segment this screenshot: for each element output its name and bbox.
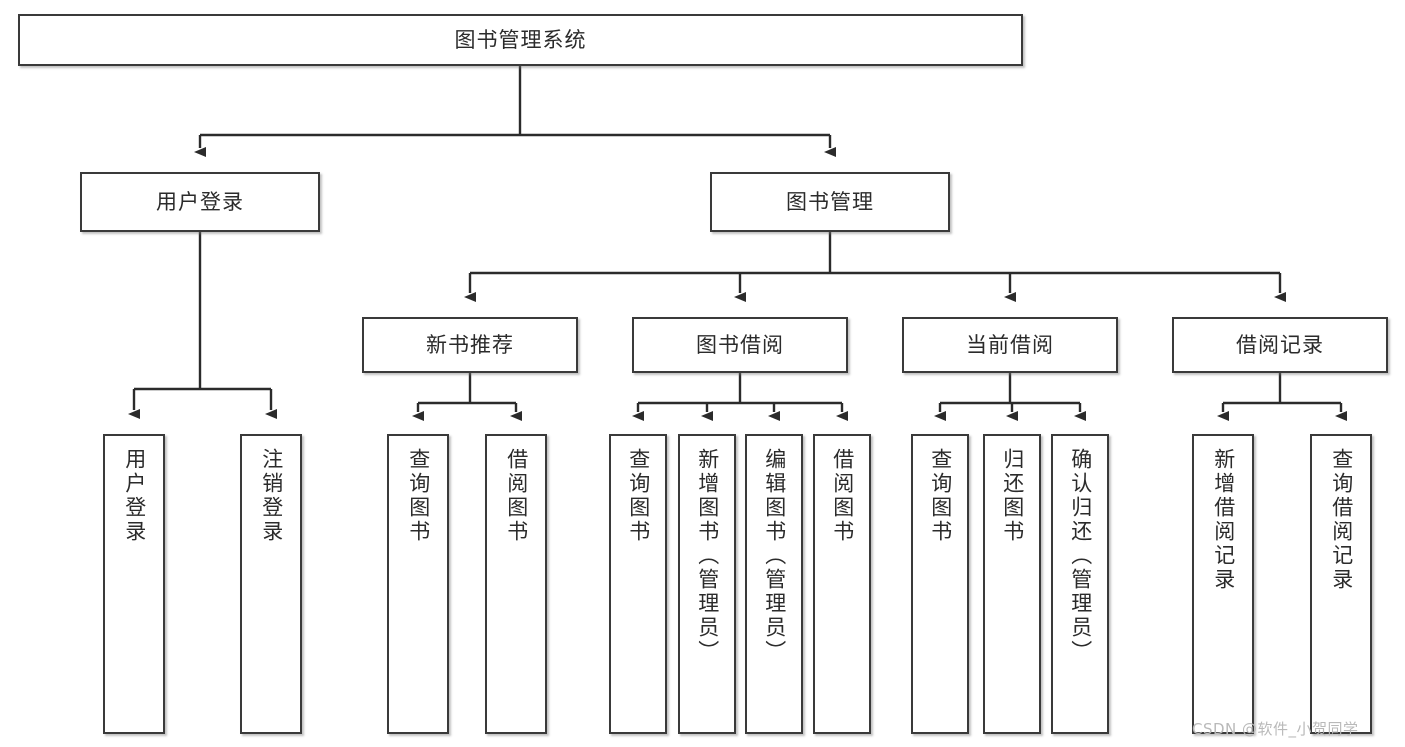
watermark: CSDN @软件_小贺同学 [1192, 720, 1359, 738]
node-leaf-cur-query-book-label: 查询图书 [928, 448, 953, 544]
node-new-book-rec-label: 新书推荐 [426, 332, 514, 357]
node-leaf-cur-query-book[interactable]: 查询图书 [911, 434, 969, 734]
node-root-label: 图书管理系统 [454, 27, 587, 52]
node-leaf-cur-return-book-label: 归还图书 [1000, 448, 1025, 544]
node-leaf-borrow-borrow-book[interactable]: 借阅图书 [813, 434, 871, 734]
node-book-manage[interactable]: 图书管理 [710, 172, 950, 232]
node-leaf-rec-query-book-label: 查询图书 [406, 448, 431, 544]
node-root[interactable]: 图书管理系统 [18, 14, 1023, 66]
node-borrow-record[interactable]: 借阅记录 [1172, 317, 1388, 373]
node-leaf-rec-add-record[interactable]: 新增借阅记录 [1192, 434, 1254, 734]
node-leaf-user-login[interactable]: 用户登录 [103, 434, 165, 734]
node-leaf-cur-confirm-return[interactable]: 确认归还（管理员） [1051, 434, 1109, 734]
node-borrow-record-label: 借阅记录 [1236, 332, 1324, 357]
node-leaf-cur-return-book[interactable]: 归还图书 [983, 434, 1041, 734]
node-leaf-user-logout-label: 注销登录 [259, 448, 284, 544]
node-user-login-label: 用户登录 [156, 189, 244, 214]
node-leaf-borrow-add-book[interactable]: 新增图书（管理员） [678, 434, 736, 734]
node-leaf-rec-add-record-label: 新增借阅记录 [1211, 448, 1236, 592]
node-leaf-borrow-query-book[interactable]: 查询图书 [609, 434, 667, 734]
node-new-book-rec[interactable]: 新书推荐 [362, 317, 578, 373]
node-leaf-borrow-edit-book-label: 编辑图书（管理员） [762, 448, 787, 664]
node-user-login[interactable]: 用户登录 [80, 172, 320, 232]
node-book-borrow-label: 图书借阅 [696, 332, 784, 357]
node-leaf-borrow-edit-book[interactable]: 编辑图书（管理员） [745, 434, 803, 734]
node-book-borrow[interactable]: 图书借阅 [632, 317, 848, 373]
node-leaf-rec-query-record[interactable]: 查询借阅记录 [1310, 434, 1372, 734]
node-leaf-rec-query-record-label: 查询借阅记录 [1329, 448, 1354, 592]
node-leaf-borrow-add-book-label: 新增图书（管理员） [695, 448, 720, 664]
node-leaf-rec-borrow-book[interactable]: 借阅图书 [485, 434, 547, 734]
node-leaf-user-logout[interactable]: 注销登录 [240, 434, 302, 734]
node-leaf-borrow-borrow-book-label: 借阅图书 [830, 448, 855, 544]
node-leaf-user-login-label: 用户登录 [122, 448, 147, 544]
node-leaf-borrow-query-book-label: 查询图书 [626, 448, 651, 544]
node-leaf-rec-borrow-book-label: 借阅图书 [504, 448, 529, 544]
node-leaf-cur-confirm-return-label: 确认归还（管理员） [1068, 448, 1093, 664]
node-book-manage-label: 图书管理 [786, 189, 874, 214]
node-current-borrow[interactable]: 当前借阅 [902, 317, 1118, 373]
node-current-borrow-label: 当前借阅 [966, 332, 1054, 357]
node-leaf-rec-query-book[interactable]: 查询图书 [387, 434, 449, 734]
